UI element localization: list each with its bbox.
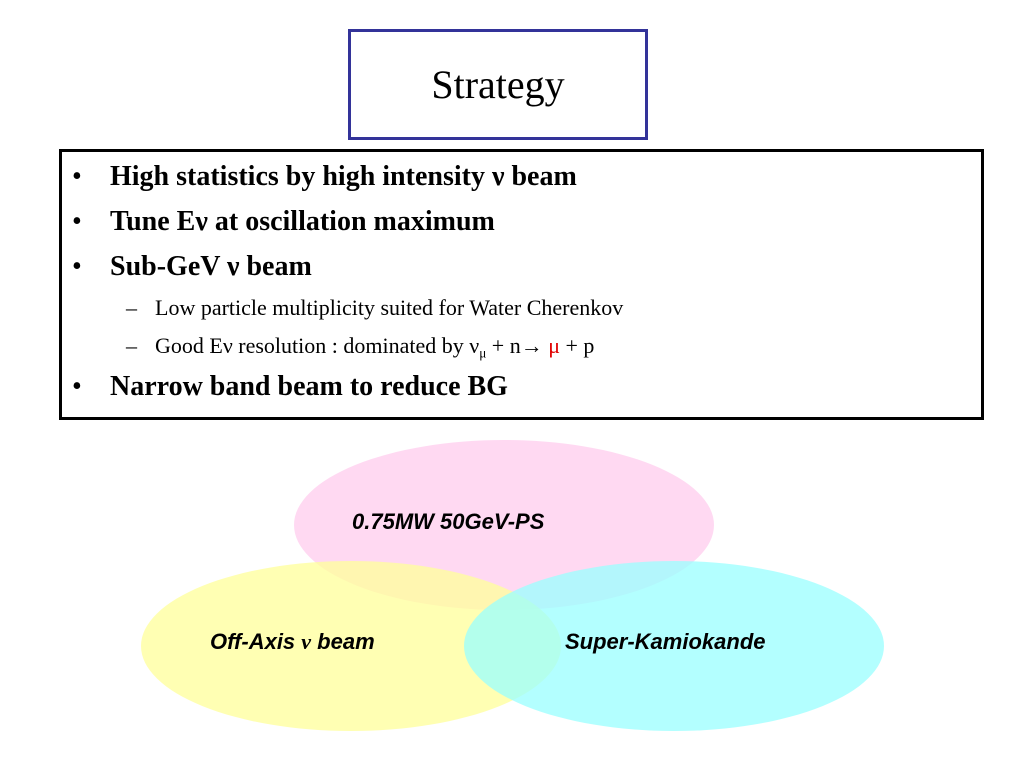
bullet-item-3: •Sub-GeV ν beam xyxy=(72,251,312,282)
title-box: Strategy xyxy=(348,29,648,140)
slide-title: Strategy xyxy=(431,62,565,107)
content-box: •High statistics by high intensity ν bea… xyxy=(59,149,984,420)
bullet-item-1: •High statistics by high intensity ν bea… xyxy=(72,161,577,192)
bullet-item-2: •Tune Eν at oscillation maximum xyxy=(72,206,495,237)
sub-bullet-1: –Low particle multiplicity suited for Wa… xyxy=(126,295,624,320)
bullet-dot: • xyxy=(72,161,82,192)
venn-label-left: Off-Axis ν beam xyxy=(210,629,375,654)
sub-bullet-dash: – xyxy=(126,333,137,358)
venn-circle-left xyxy=(141,561,561,731)
venn-circle-right xyxy=(464,561,884,731)
muon-symbol: μ xyxy=(548,333,560,358)
bullet-dot: • xyxy=(72,251,82,282)
bullet-dot: • xyxy=(72,206,82,237)
bullet-dot: • xyxy=(72,371,82,402)
venn-label-top: 0.75MW 50GeV-PS xyxy=(352,509,545,534)
sub-bullet-2: –Good Eν resolution : dominated by νμ + … xyxy=(126,333,595,361)
sub-bullet-dash: – xyxy=(126,295,137,320)
venn-label-right: Super-Kamiokande xyxy=(565,629,766,654)
bullet-item-4: •Narrow band beam to reduce BG xyxy=(72,371,508,402)
